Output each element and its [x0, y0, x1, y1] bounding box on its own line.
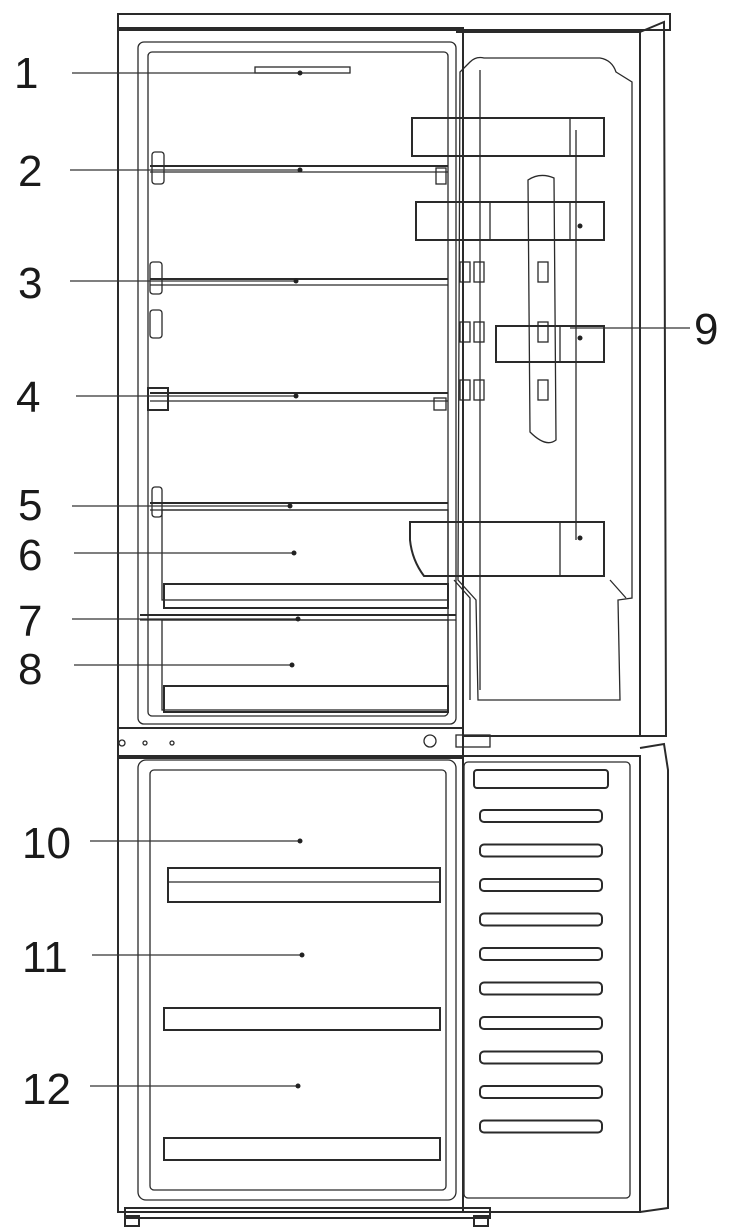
- bottle-retainer: [527, 174, 557, 444]
- callout-5: 5: [18, 481, 42, 530]
- freezer-slot: [479, 878, 603, 892]
- thermostat-box: [147, 387, 169, 411]
- callout-1: 1: [14, 49, 38, 98]
- fridge-liner: [137, 41, 457, 725]
- fridge-door-frame: [456, 31, 641, 737]
- freezer-drawer-10-front: [167, 867, 441, 903]
- callout-6: 6: [18, 531, 42, 580]
- crisper-drawer-6: [161, 509, 449, 601]
- freezer-slot: [479, 1050, 603, 1065]
- freezer-interior: [163, 867, 441, 1161]
- callout-7: 7: [18, 597, 42, 646]
- freezer-slot: [479, 843, 603, 858]
- freezer-slot: [479, 809, 603, 823]
- freezer-drawer-11-front: [163, 1007, 441, 1031]
- divider-bar: [117, 727, 464, 759]
- door-balcony-3: [495, 325, 605, 363]
- callout-4: 4: [16, 373, 40, 422]
- callout-10: 10: [22, 819, 71, 868]
- freezer-slot: [479, 981, 603, 996]
- crisper-drawer-6-front: [163, 583, 449, 609]
- freezer-door-frame: [456, 755, 641, 1213]
- freezer-door-handle-strip: [473, 769, 609, 789]
- leader-lines: [70, 70, 690, 1089]
- door-balconies: [409, 117, 627, 700]
- callout-2: 2: [18, 147, 42, 196]
- fridge-inner-liner: [147, 51, 449, 717]
- callout-12: 12: [22, 1065, 71, 1114]
- hinge-icon: [423, 734, 437, 748]
- cabinet: [117, 13, 671, 1227]
- freezer-slot: [479, 947, 603, 961]
- callout-8: 8: [18, 645, 42, 694]
- callout-9: 9: [694, 305, 718, 354]
- top-plate: [117, 13, 671, 31]
- door-liner: [457, 56, 633, 701]
- door-balcony-4: [409, 521, 605, 577]
- door-balcony-1: [411, 117, 605, 157]
- freezer-slot: [479, 1085, 603, 1099]
- callout-labels: 1 2 3 4 5 6 7 8 9 10 11 12: [14, 49, 718, 1114]
- freezer-slot: [479, 912, 603, 927]
- freezer-drawer-12-front: [163, 1137, 441, 1161]
- callout-11: 11: [22, 933, 68, 982]
- foot-right: [473, 1215, 489, 1227]
- fridge-door: [409, 20, 668, 737]
- callout-3: 3: [18, 259, 42, 308]
- interior-light: [254, 66, 351, 74]
- crisper-drawer-8-front: [163, 685, 449, 713]
- freezer-slot: [479, 1016, 603, 1030]
- freezer-door-slots: [479, 809, 603, 1134]
- freezer-cabinet-outer: [117, 755, 464, 1213]
- foot-left: [124, 1215, 140, 1227]
- freezer-slot: [479, 1119, 603, 1134]
- freezer-door: [456, 742, 669, 1213]
- door-balcony-2: [415, 201, 605, 241]
- freezer-liner: [137, 759, 457, 1201]
- fridge-interior: [140, 66, 456, 713]
